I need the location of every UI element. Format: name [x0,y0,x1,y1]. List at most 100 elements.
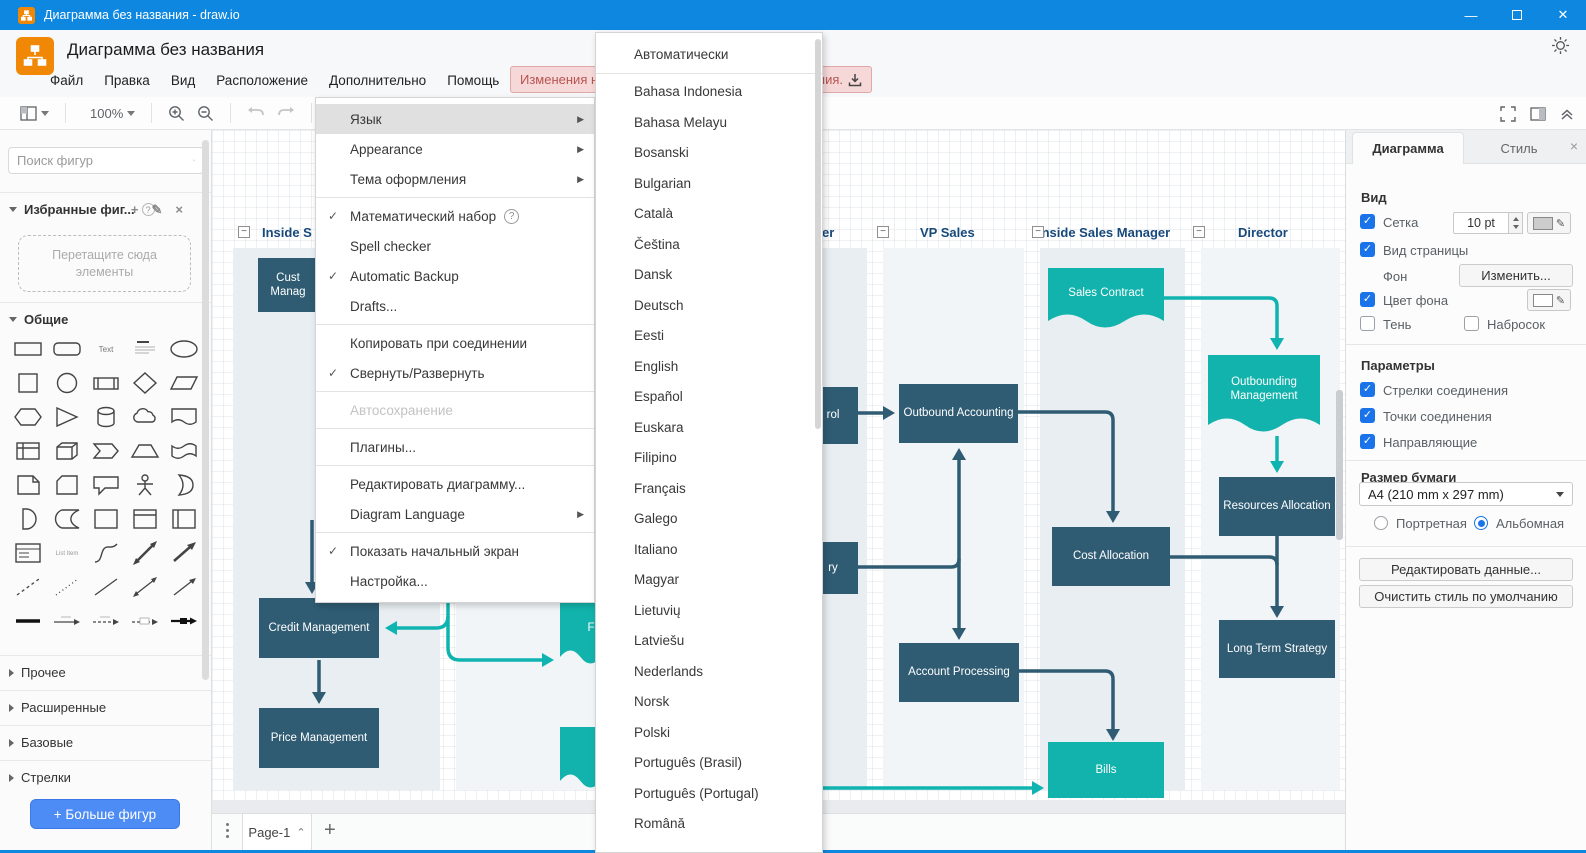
sketch-checkbox[interactable] [1464,316,1479,331]
language-item-bosanski[interactable]: Bosanski [634,145,689,161]
node-account-processing[interactable]: Account Processing [899,643,1019,702]
shape-callout[interactable] [86,473,125,497]
menu-item-14[interactable]: Настройка... [316,566,594,596]
add-icon[interactable]: + [130,202,139,217]
menu-item-3[interactable]: ✓Математический набор? [316,201,594,231]
shape-labeled-edge[interactable] [126,609,165,633]
shape-curve[interactable] [86,541,125,565]
language-item-bahasa-indonesia[interactable]: Bahasa Indonesia [634,84,743,100]
menu-item-12[interactable]: Diagram Language▶ [316,499,594,529]
connection-arrows-checkbox[interactable]: ✓ [1360,382,1375,397]
menu-item-11[interactable]: Редактировать диаграмму... [316,469,594,499]
shape-horizontal-container[interactable] [165,507,204,531]
shape-line[interactable] [86,575,125,599]
node-customer-management[interactable]: Cust Manag [258,258,318,312]
menu-правка[interactable]: Правка [104,73,150,88]
language-item-rom-n-[interactable]: Română [634,816,686,832]
shadow-checkbox[interactable] [1360,316,1375,331]
grid-color-button[interactable]: ✎ [1527,212,1571,234]
shape-bold-arrow-edge[interactable] [165,609,204,633]
language-item-english[interactable]: English [634,358,679,374]
collapse-lane-icon[interactable]: − [238,226,250,238]
shape-internal-storage[interactable] [8,439,47,463]
shape-text[interactable]: Text [86,337,125,361]
shape-dotted-line[interactable] [47,575,86,599]
shape-tape[interactable] [165,439,204,463]
language-item-автоматически[interactable]: Автоматически [634,46,729,62]
add-page-icon[interactable]: + [324,819,336,841]
change-background-button[interactable]: Изменить... [1459,264,1573,287]
language-item-espa-ol[interactable]: Español [634,389,683,405]
language-item-portugu-s-portugal-[interactable]: Português (Portugal) [634,785,759,801]
connection-points-checkbox[interactable]: ✓ [1360,408,1375,423]
shape-document[interactable] [165,405,204,429]
language-item-deutsch[interactable]: Deutsch [634,297,684,313]
language-item-portugu-s-brasil-[interactable]: Português (Brasil) [634,755,743,771]
menu-item-4[interactable]: Spell checker [316,231,594,261]
shape-data-storage[interactable] [47,507,86,531]
shape-link[interactable] [8,609,47,633]
shape-card[interactable] [47,473,86,497]
shape-list-item[interactable]: List Item [47,541,86,565]
menu-расположение[interactable]: Расположение [216,73,309,88]
grid-checkbox[interactable]: ✓ [1360,214,1375,229]
redo-button[interactable] [271,106,301,120]
swimlane-vp-sales[interactable] [883,248,1024,790]
shape-or[interactable] [165,473,204,497]
minimize-button[interactable]: — [1464,7,1478,23]
pages-menu-icon[interactable] [226,823,229,838]
search-icon[interactable] [193,153,195,168]
edit-data-button[interactable]: Редактировать данные... [1359,558,1573,581]
clear-default-style-button[interactable]: Очистить стиль по умолчанию [1359,585,1573,608]
shape-step[interactable] [86,439,125,463]
shape-rounded-rectangle[interactable] [47,337,86,361]
node-outbounding-management[interactable]: Outbounding Management [1208,354,1320,434]
language-item-filipino[interactable]: Filipino [634,450,677,466]
sidebar-section-базовые[interactable]: Базовые [0,725,211,759]
menu-item-10[interactable]: Плагины... [316,432,594,462]
shape-cylinder[interactable] [86,405,125,429]
sidebar-section-прочее[interactable]: Прочее [0,655,211,689]
menu-item-9[interactable]: Автосохранение [316,395,594,425]
zoom-out-button[interactable] [191,105,220,122]
sidebar-section-стрелки[interactable]: Стрелки [0,760,211,794]
node-price-management[interactable]: Price Management [259,708,379,768]
shape-dashed-line[interactable] [8,575,47,599]
collapse-lane-icon[interactable]: − [877,226,889,238]
bg-color-button[interactable]: ✎ [1527,289,1571,311]
node-sales-contract[interactable]: Sales Contract [1048,267,1164,330]
shape-note[interactable] [8,473,47,497]
shape-and[interactable] [8,507,47,531]
panel-close-icon[interactable]: × [1569,138,1578,154]
page-view-checkbox[interactable]: ✓ [1360,242,1375,257]
shape-cube[interactable] [47,439,86,463]
tab-diagram[interactable]: Диаграмма [1352,132,1464,164]
shape-hexagon[interactable] [8,405,47,429]
node-credit-management[interactable]: Credit Management [259,598,379,658]
bg-color-checkbox[interactable]: ✓ [1360,292,1375,307]
shape-vertical-container[interactable] [126,507,165,531]
node-resources-allocation[interactable]: Resources Allocation [1219,477,1335,536]
node-outbound-accounting[interactable]: Outbound Accounting [899,384,1018,443]
language-item-norsk[interactable]: Norsk [634,694,670,710]
canvas-scrollbar[interactable] [1336,390,1343,540]
favorites-section-header[interactable]: Избранные фиг... ? + ✎ × [0,192,211,226]
edit-icon[interactable]: ✎ [151,201,163,217]
menu-вид[interactable]: Вид [170,73,196,88]
fullscreen-icon[interactable] [1500,105,1516,122]
undo-button[interactable] [241,106,271,120]
view-button[interactable] [14,105,55,121]
language-item-latvie-u[interactable]: Latviešu [634,633,685,649]
shape-trapezoid[interactable] [126,439,165,463]
language-item-lietuvi-[interactable]: Lietuvių [634,602,681,618]
menu-item-6[interactable]: Drafts... [316,291,594,321]
zoom-in-button[interactable] [162,105,191,122]
language-item--e-tina[interactable]: Čeština [634,236,680,252]
guides-checkbox[interactable]: ✓ [1360,434,1375,449]
help-icon[interactable]: ? [141,203,155,216]
language-item-galego[interactable]: Galego [634,511,678,527]
shape-process[interactable] [86,371,125,395]
shape-search-box[interactable] [8,147,204,174]
language-item-magyar[interactable]: Magyar [634,572,680,588]
sidebar-section-расширенные[interactable]: Расширенные [0,690,211,724]
